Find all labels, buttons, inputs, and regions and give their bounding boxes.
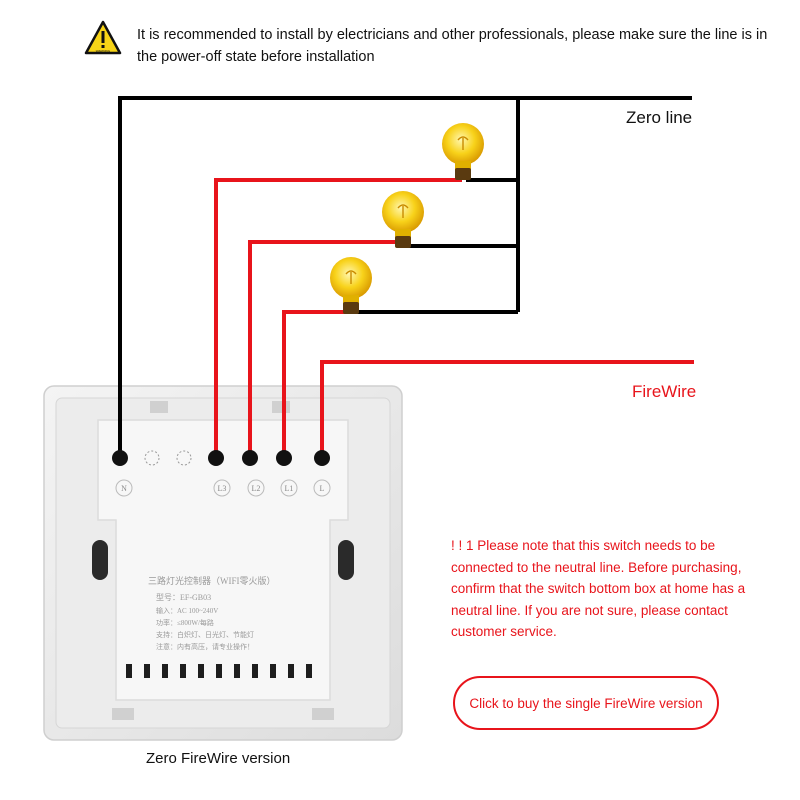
warning-triangle-icon: WARNING [84, 20, 122, 55]
terminal-empty [144, 450, 160, 466]
firewire-label: FireWire [632, 382, 697, 401]
mounting-hole-left [92, 540, 108, 580]
terminals [112, 450, 330, 466]
switch-device: 三路灯光控制器（WIFI零火版） 型号：EF-GB03 输入：AC 100~24… [43, 385, 403, 741]
frame-notch [272, 401, 290, 413]
terminal-labels: N L3 L2 L1 L [115, 479, 331, 497]
svg-text:支持：白炽灯、日光灯、节能灯: 支持：白炽灯、日光灯、节能灯 [156, 630, 254, 639]
warning-text: It is recommended to install by electric… [137, 27, 768, 65]
svg-text:注意：内有高压，请专业操作！: 注意：内有高压，请专业操作！ [156, 642, 254, 651]
svg-text:L3: L3 [218, 484, 227, 493]
zero-line-label: Zero line [626, 108, 693, 127]
bulb-icon-1 [442, 123, 484, 180]
svg-text:输入：AC 100~240V: 输入：AC 100~240V [156, 606, 218, 615]
svg-text:三路灯光控制器（WIFI零火版）: 三路灯光控制器（WIFI零火版） [148, 575, 276, 586]
terminal-l3 [208, 450, 224, 466]
device-label: 三路灯光控制器（WIFI零火版） 型号：EF-GB03 输入：AC 100~24… [148, 575, 276, 651]
frame-notch [312, 708, 334, 720]
neutral-wires [118, 96, 692, 458]
buy-single-firewire-button[interactable]: Click to buy the single FireWire version [453, 676, 719, 730]
vent-slots [126, 664, 312, 678]
terminal-l2 [242, 450, 258, 466]
svg-text:L2: L2 [252, 484, 261, 493]
svg-text:L1: L1 [285, 484, 294, 493]
mounting-hole-right [338, 540, 354, 580]
svg-text:N: N [121, 484, 127, 493]
version-caption: Zero FireWire version [146, 750, 291, 767]
neutral-line-note: ! ! 1 Please note that this switch needs… [451, 538, 746, 639]
live-wires [214, 178, 694, 458]
module-body [97, 419, 349, 701]
svg-text:功率：≤800W/每路: 功率：≤800W/每路 [156, 618, 214, 627]
svg-text:L: L [320, 484, 325, 493]
terminal-l [314, 450, 330, 466]
frame-notch [150, 401, 168, 413]
svg-text:型号：EF-GB03: 型号：EF-GB03 [156, 593, 211, 602]
terminal-l1 [276, 450, 292, 466]
frame-notch [112, 708, 134, 720]
bulb-icon-2 [382, 191, 424, 248]
bulb-icon-3 [330, 257, 372, 314]
warning-icon-label: WARNING [96, 49, 111, 53]
terminal-empty [176, 450, 192, 466]
terminal-n [112, 450, 128, 466]
